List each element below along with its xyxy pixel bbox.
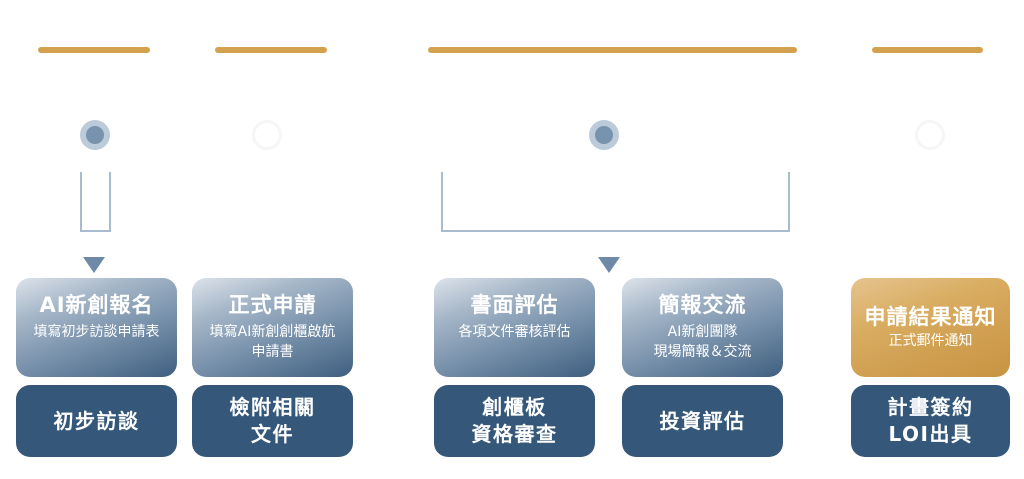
step-subtitle: AI新創團隊 現場簡報＆交流 (653, 324, 752, 360)
step-title: 正式申請 (228, 293, 317, 317)
connector-bracket-1 (80, 172, 111, 232)
timeline-dot-inactive-2 (252, 120, 282, 150)
stage-bar-4 (872, 47, 983, 53)
step-subtitle: 各項文件審核評估 (458, 324, 571, 340)
step-title: 書面評估 (470, 293, 559, 317)
timeline-dot-active-3 (589, 120, 619, 150)
down-arrow-icon (83, 257, 105, 273)
step-subtitle: 正式郵件通知 (888, 333, 973, 349)
step-title: AI新創報名 (39, 293, 154, 317)
step-title: 簡報交流 (658, 293, 747, 317)
stage-bar-2 (215, 47, 327, 53)
stage-bar-3 (428, 47, 797, 53)
step-title: 申請結果通知 (864, 305, 997, 329)
step-subtitle: 填寫初步訪談申請表 (33, 324, 160, 340)
connector-bracket-2 (441, 172, 790, 232)
step-subtitle: 填寫AI新創創櫃啟航 申請書 (209, 324, 336, 360)
step-card-formal-application: 正式申請 填寫AI新創創櫃啟航 申請書 (192, 278, 353, 377)
step-card-result-notification: 申請結果通知 正式郵件通知 (851, 278, 1010, 377)
result-label: 計畫簽約 LOI出具 (887, 395, 974, 446)
result-card-qualification-review: 創櫃板 資格審查 (434, 385, 595, 457)
step-card-ai-registration: AI新創報名 填寫初步訪談申請表 (16, 278, 177, 377)
result-label: 創櫃板 資格審查 (471, 395, 558, 446)
timeline-dot-active-1 (80, 120, 110, 150)
stage-bar-1 (38, 47, 150, 53)
result-card-investment-evaluation: 投資評估 (622, 385, 783, 457)
result-card-attach-documents: 檢附相關 文件 (192, 385, 353, 457)
result-label: 初步訪談 (53, 408, 140, 433)
result-label: 檢附相關 文件 (229, 395, 316, 446)
result-card-initial-interview: 初步訪談 (16, 385, 177, 457)
down-arrow-icon (598, 257, 620, 273)
timeline-dot-inactive-4 (915, 120, 945, 150)
result-card-contract-loi: 計畫簽約 LOI出具 (851, 385, 1010, 457)
step-card-presentation: 簡報交流 AI新創團隊 現場簡報＆交流 (622, 278, 783, 377)
step-card-document-review: 書面評估 各項文件審核評估 (434, 278, 595, 377)
result-label: 投資評估 (659, 408, 746, 433)
